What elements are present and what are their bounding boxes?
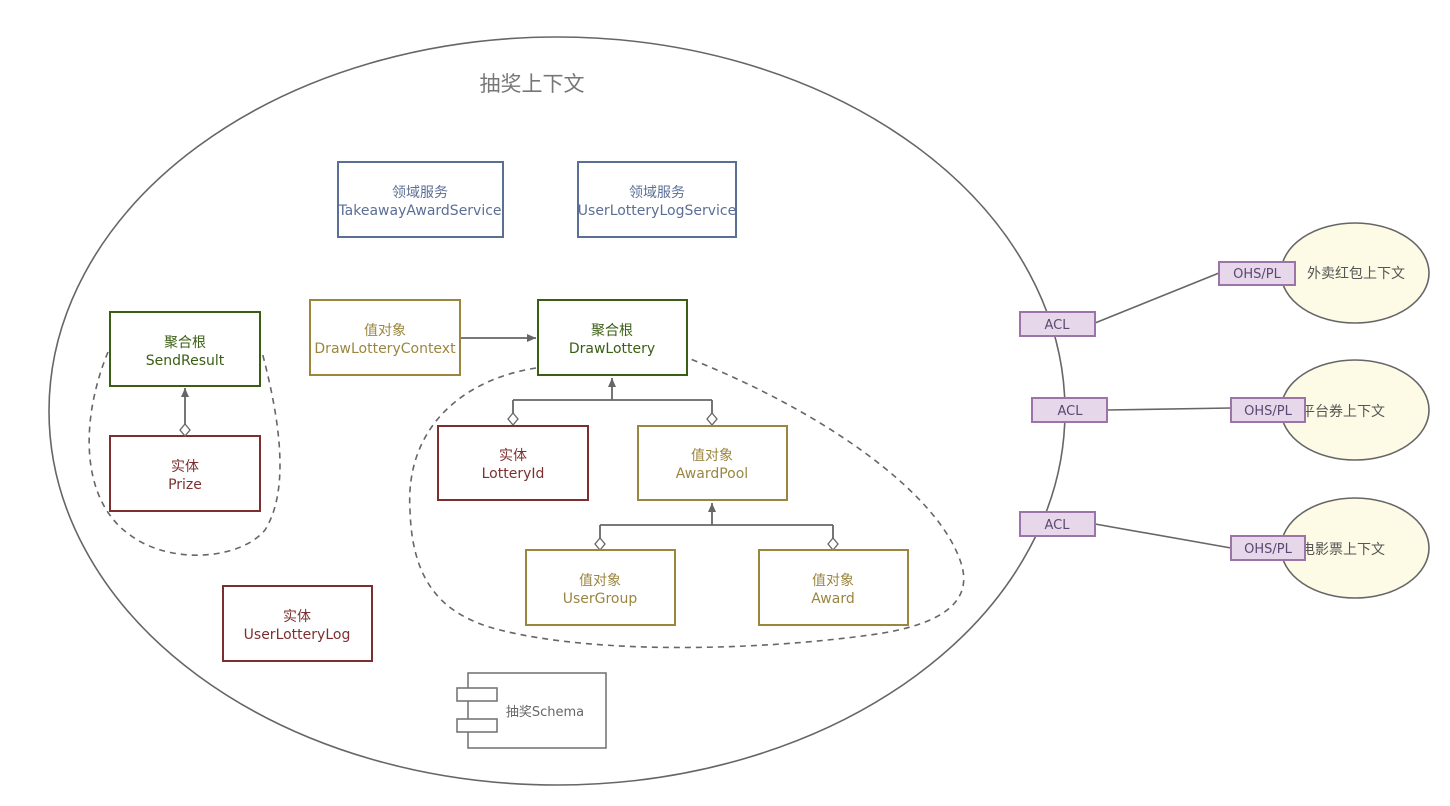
component-port-icon (456, 718, 498, 733)
ohs-pl-badge[interactable] (1218, 261, 1296, 286)
value-object-kind-label: 值对象 (364, 323, 406, 339)
acl-ohs-connector (1094, 272, 1220, 324)
lottery-id-entity[interactable]: 实体 LotteryId (437, 425, 589, 501)
external-context-label: 平台券上下文 (1301, 404, 1385, 420)
external-context-label: 电影票上下文 (1301, 542, 1385, 558)
service-name-label: UserLotteryLogService (578, 203, 736, 219)
draw-lottery-composition-links (507, 378, 718, 427)
external-context-label: 外卖红包上下文 (1307, 266, 1405, 282)
ohs-pl-label: OHS/PL (1244, 404, 1292, 419)
diamond-marker (179, 422, 191, 438)
aggregate-kind-label: 聚合根 (591, 323, 633, 339)
send-result-aggregate-root[interactable]: 聚合根 SendResult (109, 311, 261, 387)
value-object-kind-label: 值对象 (579, 573, 621, 589)
diamond-marker (706, 411, 718, 427)
integration-platform-coupon: 平台券上下文 OHS/PL ACL (1031, 359, 1430, 461)
user-lottery-log-entity[interactable]: 实体 UserLotteryLog (222, 585, 373, 662)
acl-ohs-connector (1094, 523, 1232, 549)
acl-badge[interactable] (1019, 311, 1096, 337)
entity-name-label: UserLotteryLog (244, 627, 351, 643)
user-group-value-object[interactable]: 值对象 UserGroup (525, 549, 676, 626)
integration-movie-ticket: 电影票上下文 OHS/PL ACL (1019, 497, 1430, 599)
takeaway-award-service[interactable]: 领域服务 TakeawayAwardService (337, 161, 504, 238)
component-port-icon (456, 687, 498, 702)
ohs-pl-badge[interactable] (1230, 397, 1306, 423)
award-pool-value-object[interactable]: 值对象 AwardPool (637, 425, 788, 501)
entity-name-label: LotteryId (482, 466, 545, 482)
diamond-marker (507, 411, 519, 427)
value-object-name-label: AwardPool (676, 466, 748, 482)
send-result-aggregate-boundary (88, 351, 281, 556)
award-pool-composition-links (594, 503, 839, 552)
service-name-label: TakeawayAwardService (337, 203, 501, 219)
value-object-name-label: Award (811, 591, 854, 607)
context-title: 抽奖上下文 (480, 72, 585, 96)
acl-label: ACL (1058, 404, 1084, 419)
user-lottery-log-service[interactable]: 领域服务 UserLotteryLogService (577, 161, 737, 238)
value-object-name-label: UserGroup (563, 591, 638, 607)
award-value-object[interactable]: 值对象 Award (758, 549, 909, 626)
acl-label: ACL (1045, 518, 1071, 533)
diamond-marker (827, 536, 839, 552)
value-object-kind-label: 值对象 (812, 573, 854, 589)
ohs-pl-label: OHS/PL (1233, 267, 1281, 282)
entity-kind-label: 实体 (283, 609, 311, 625)
acl-badge[interactable] (1019, 511, 1096, 537)
draw-lottery-aggregate-boundary (408, 357, 965, 649)
aggregate-kind-label: 聚合根 (164, 335, 206, 351)
prize-entity[interactable]: 实体 Prize (109, 435, 261, 512)
ohs-pl-label: OHS/PL (1244, 542, 1292, 557)
aggregate-name-label: SendResult (146, 353, 225, 369)
component-label: 抽奖Schema (506, 705, 584, 720)
entity-kind-label: 实体 (499, 448, 527, 464)
acl-badge[interactable] (1031, 397, 1108, 423)
aggregate-name-label: DrawLottery (569, 341, 655, 357)
value-object-name-label: DrawLotteryContext (314, 341, 456, 357)
entity-name-label: Prize (168, 477, 202, 493)
service-kind-label: 领域服务 (629, 185, 685, 201)
entity-kind-label: 实体 (171, 459, 199, 475)
diamond-marker (594, 536, 606, 552)
acl-ohs-connector (1106, 407, 1232, 411)
draw-lottery-aggregate-root[interactable]: 聚合根 DrawLottery (537, 299, 688, 376)
integration-takeaway-red-packet: 外卖红包上下文 OHS/PL ACL (1019, 222, 1430, 337)
service-kind-label: 领域服务 (392, 185, 448, 201)
lottery-schema-component[interactable]: 抽奖Schema (456, 672, 607, 749)
draw-lottery-context-value-object[interactable]: 值对象 DrawLotteryContext (309, 299, 461, 376)
ohs-pl-badge[interactable] (1230, 535, 1306, 561)
value-object-kind-label: 值对象 (691, 448, 733, 464)
acl-label: ACL (1045, 318, 1071, 333)
